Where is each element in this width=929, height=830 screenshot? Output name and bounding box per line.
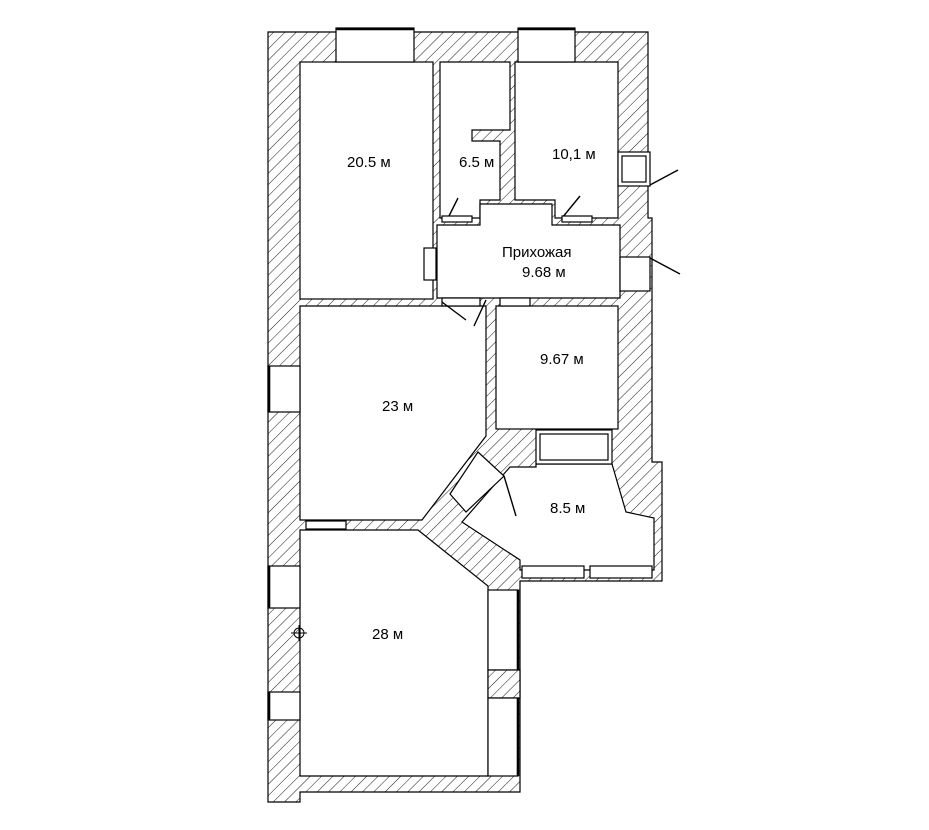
door-swing-icon: [503, 475, 517, 517]
door-angled[interactable]: [449, 451, 505, 513]
window-top-left[interactable]: [335, 27, 415, 63]
window-right-upper-inner: [621, 155, 647, 183]
window-bottom-room-lower[interactable]: [487, 697, 519, 777]
door-swing-icon: [561, 195, 581, 219]
window-left-upper[interactable]: [267, 365, 301, 413]
room-label-middle-left: 23 м: [382, 398, 413, 415]
door-swing-icon: [473, 299, 487, 327]
room-label-top-right: 10,1 м: [552, 146, 596, 163]
door-swing-icon: [447, 197, 459, 219]
door-swing-icon: [649, 257, 681, 275]
room-bottom-floor: [299, 529, 489, 777]
window-right-hall[interactable]: [619, 256, 651, 292]
door-swing-icon: [441, 301, 467, 321]
door-bath[interactable]: [441, 215, 473, 223]
room-label-bottom: 28 м: [372, 626, 403, 643]
door-swing-icon: [649, 169, 679, 186]
door-top-right[interactable]: [561, 215, 593, 223]
hall-label-area: 9.68 м: [522, 264, 566, 281]
window-bottom-right-b[interactable]: [589, 565, 653, 579]
hall-label-name: Прихожая: [502, 244, 572, 261]
room-label-middle-right: 9.67 м: [540, 351, 584, 368]
window-angled-room-inner: [539, 433, 609, 461]
window-top-right[interactable]: [517, 27, 576, 63]
window-left-lower[interactable]: [267, 691, 301, 721]
room-label-bath: 6.5 м: [459, 154, 494, 171]
window-left-middle[interactable]: [267, 565, 301, 609]
window-bottom-right-a[interactable]: [521, 565, 585, 579]
room-label-top-left: 20.5 м: [347, 154, 391, 171]
door-hall-bottom-b[interactable]: [499, 297, 531, 307]
door-hall-left[interactable]: [423, 247, 437, 281]
door-hall-bottom-a[interactable]: [441, 297, 481, 307]
room-middle-right-floor: [495, 305, 619, 430]
window-bottom-room-upper[interactable]: [487, 589, 519, 671]
crosshair-icon: [291, 625, 307, 641]
pier-wall: [487, 669, 521, 699]
room-top-left-floor: [299, 61, 434, 300]
room-angled-floor: [461, 463, 655, 571]
hallway-floor: [436, 203, 621, 299]
room-top-right-floor: [514, 61, 619, 219]
door-middle-left-bottom[interactable]: [305, 520, 347, 530]
room-label-angled: 8.5 м: [550, 500, 585, 517]
